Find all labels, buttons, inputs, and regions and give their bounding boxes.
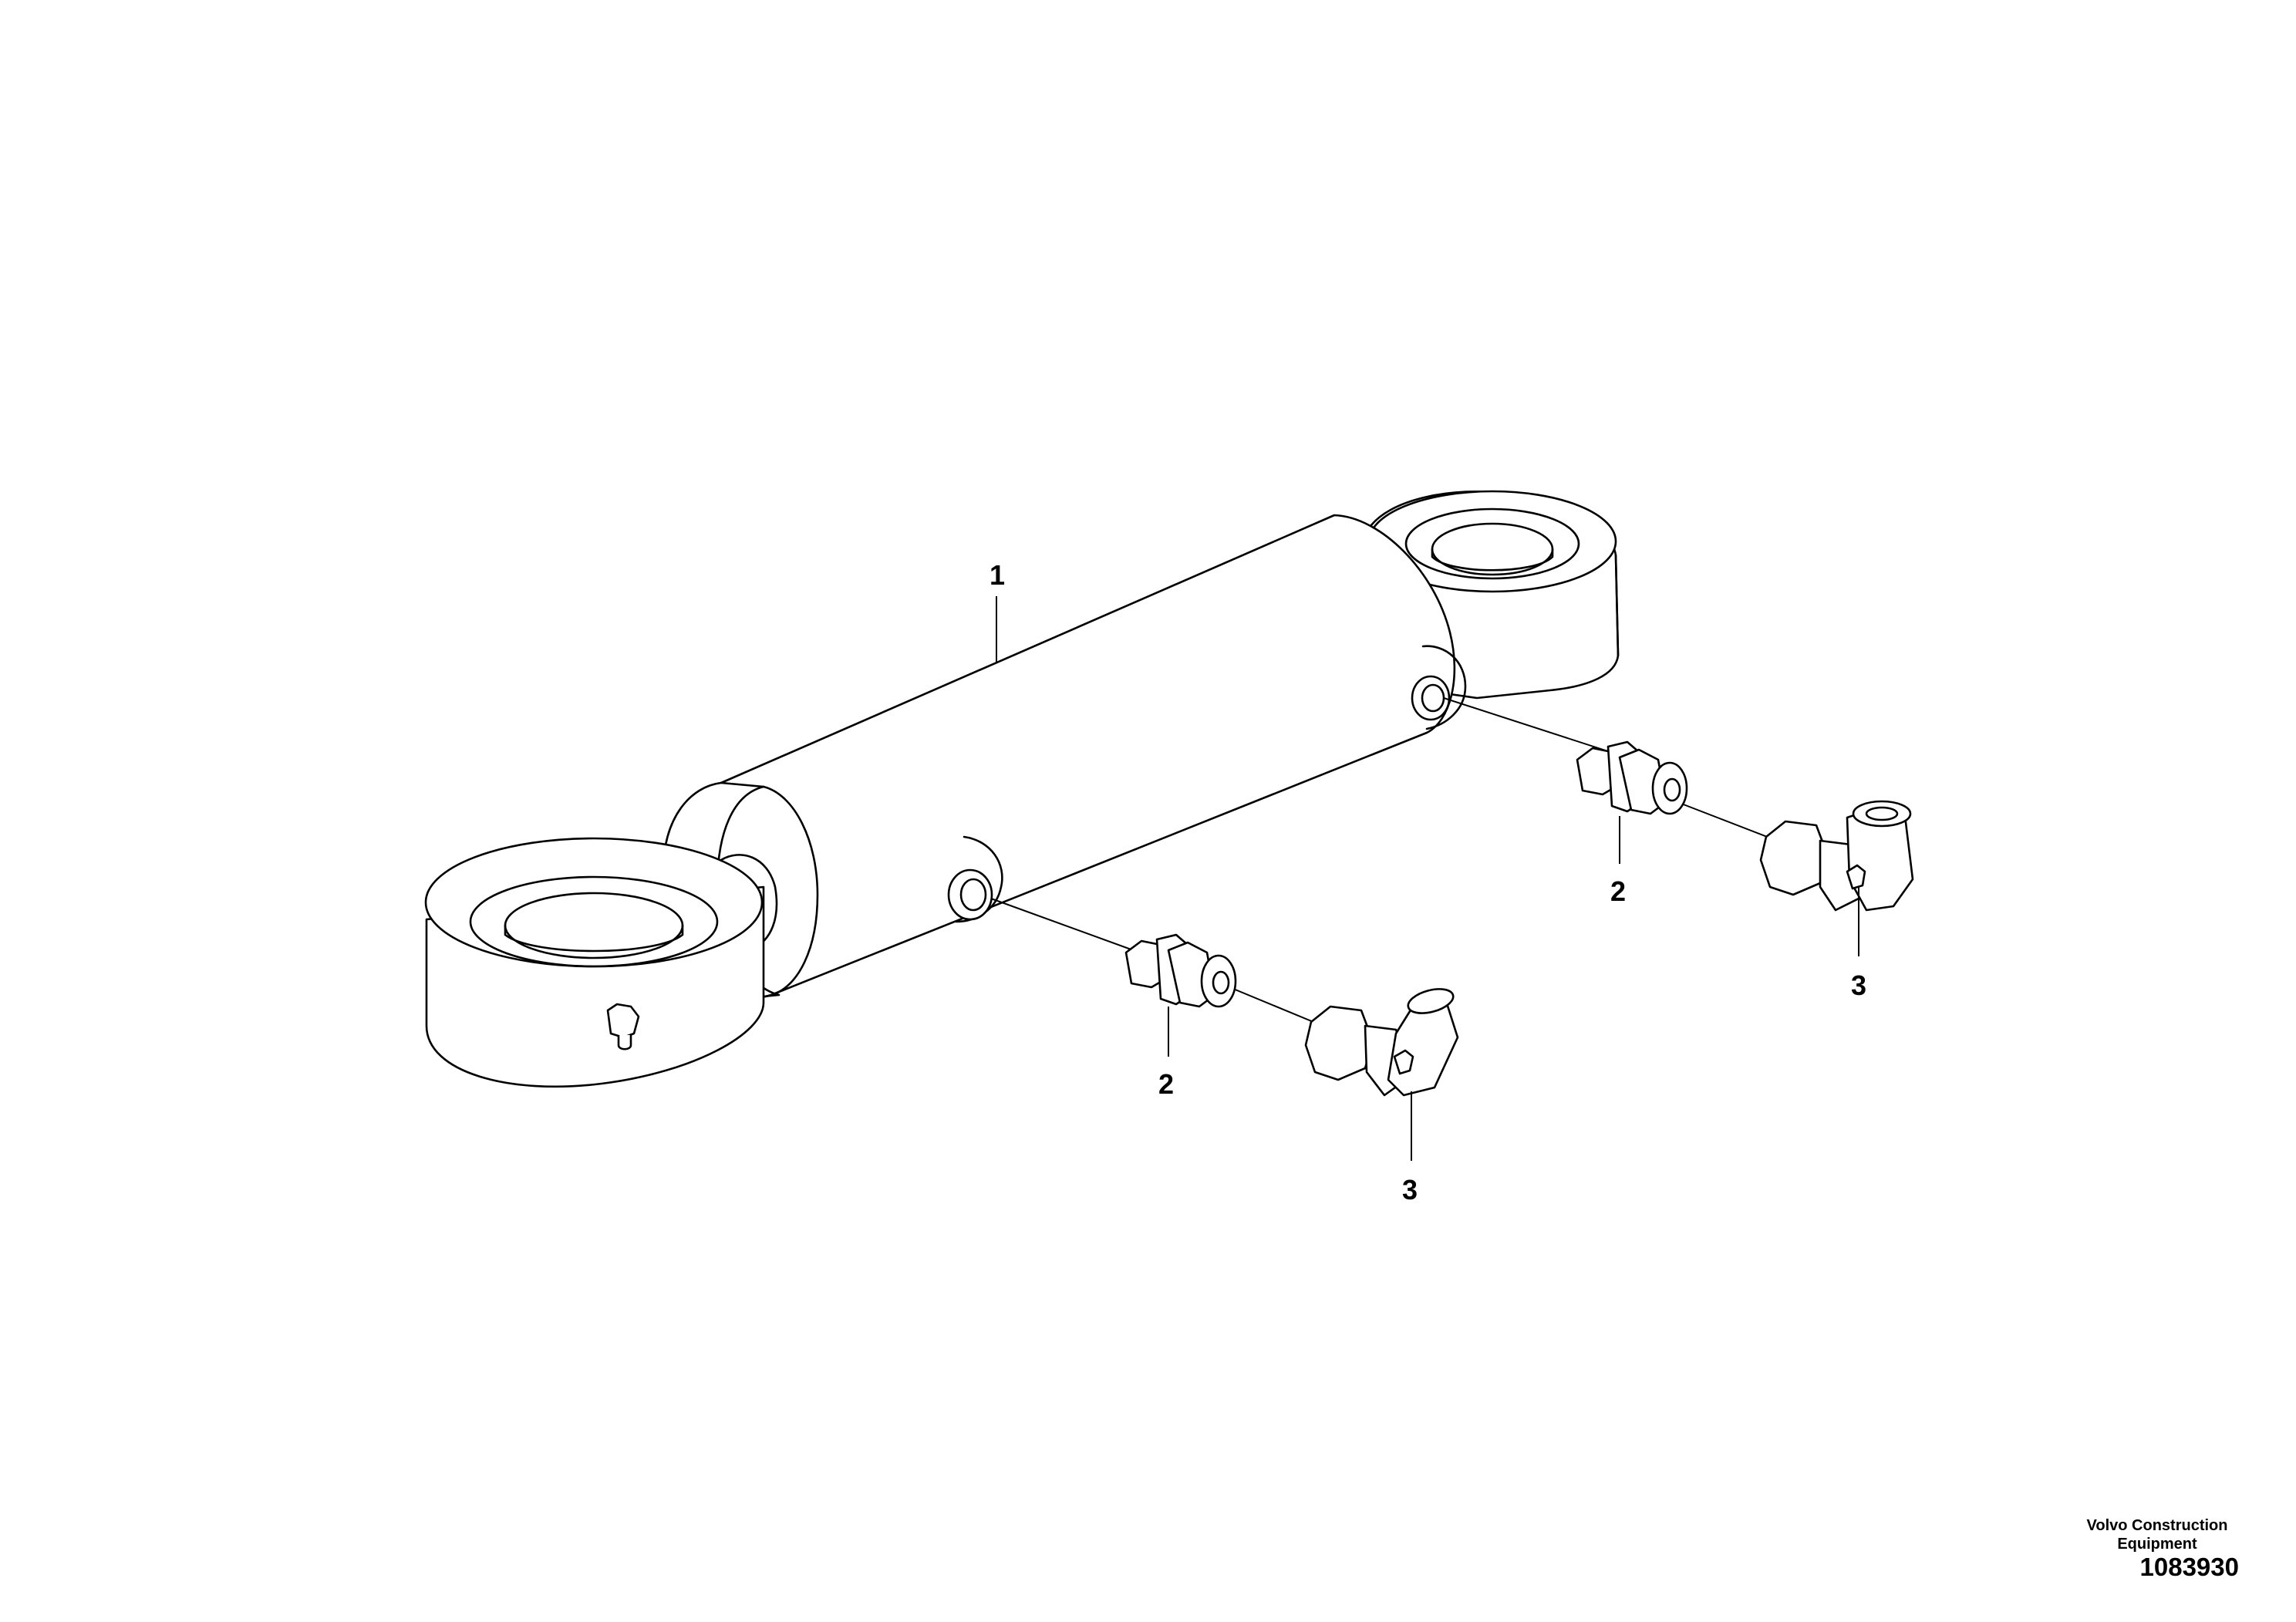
- brand-line-2: Equipment: [2117, 1536, 2197, 1553]
- elbow-upper: [1759, 800, 1914, 912]
- elbow-lower: [1304, 988, 1459, 1097]
- cylinder-barrel: [662, 514, 1456, 1004]
- brand-caption: Volvo Construction Equipment: [2057, 1516, 2257, 1553]
- callout-adapter-upper: 2: [1610, 875, 1626, 907]
- document-number: 1083930: [2139, 1553, 2239, 1581]
- lower-port: [947, 835, 1003, 923]
- brand-line-1: Volvo Construction: [2086, 1517, 2228, 1534]
- adapter-lower: [1124, 933, 1237, 1008]
- callout-adapter-lower: 2: [1158, 1068, 1174, 1100]
- callout-elbow-lower: 3: [1402, 1174, 1418, 1206]
- callout-elbow-upper: 3: [1851, 969, 1866, 1001]
- front-eye: [424, 837, 765, 1088]
- callout-cylinder: 1: [990, 559, 1005, 591]
- adapter-upper: [1576, 740, 1688, 815]
